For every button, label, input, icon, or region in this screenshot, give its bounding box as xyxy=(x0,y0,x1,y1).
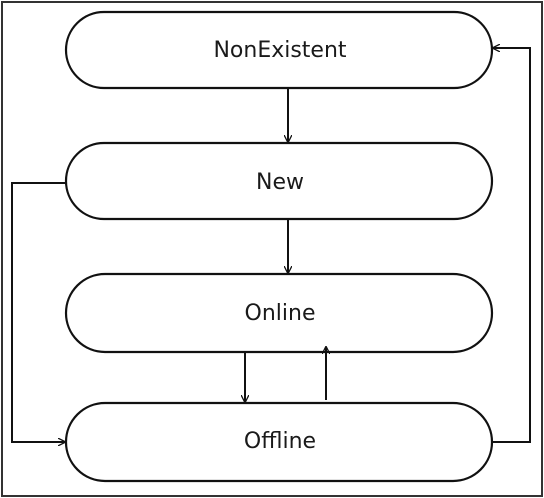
state-label-nonexistent: NonExistent xyxy=(213,38,346,63)
state-label-online: Online xyxy=(245,301,316,326)
state-label-new: New xyxy=(256,170,304,195)
state-box-nonexistent xyxy=(64,10,494,90)
state-label-offline: Offline xyxy=(244,429,316,454)
state-online: Online xyxy=(64,272,494,354)
state-new: New xyxy=(64,141,494,221)
state-offline: Offline xyxy=(64,401,494,483)
arrow-offline-to-nonexistent xyxy=(492,48,531,443)
state-box-online xyxy=(64,272,494,354)
arrow-new-to-offline xyxy=(11,182,66,442)
state-box-new xyxy=(64,141,494,221)
state-nonexistent: NonExistent xyxy=(64,10,494,90)
